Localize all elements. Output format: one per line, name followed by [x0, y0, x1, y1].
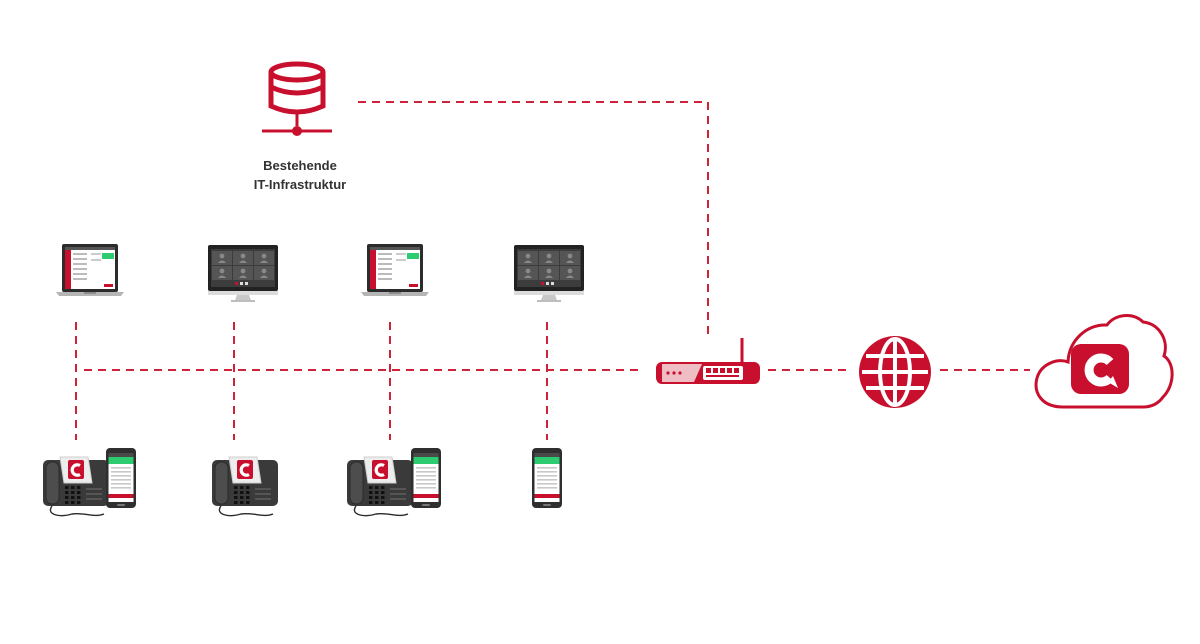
server-to-router-link	[358, 101, 709, 335]
desk-phone-icon	[41, 455, 111, 518]
video-conference-monitor-icon	[208, 245, 278, 302]
database-server-icon	[262, 61, 332, 136]
smartphone-icon	[411, 448, 441, 508]
router-icon	[656, 338, 760, 384]
desk-phone-icon	[210, 455, 280, 518]
cloud-logo-icon	[1034, 314, 1174, 409]
globe-icon	[859, 336, 931, 408]
server-label-line-1: Bestehende	[263, 158, 337, 173]
smartphone-icon	[532, 448, 562, 508]
connection-lines	[75, 101, 1030, 440]
server-label-line-2: IT-Infrastruktur	[253, 177, 347, 192]
laptop-icon	[56, 244, 124, 296]
desk-phone-icon	[345, 455, 415, 518]
server-label: Bestehende IT-Infrastruktur	[230, 156, 370, 194]
smartphone-icon	[106, 448, 136, 508]
laptop-icon	[361, 244, 429, 296]
video-conference-monitor-icon	[514, 245, 584, 302]
